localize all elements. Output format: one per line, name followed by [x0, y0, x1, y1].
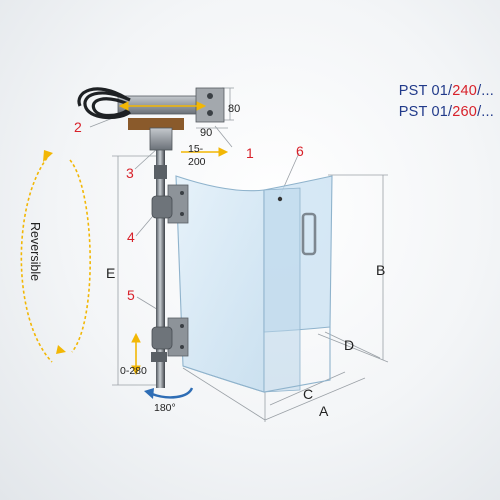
dim-a-label: A [319, 403, 329, 419]
model-code-240: PST 01/240/... [399, 83, 494, 99]
pole-collar [154, 165, 167, 179]
dim-offset-label-2: 200 [188, 156, 206, 168]
top-yellow-arrows [118, 101, 229, 376]
model-code-260: PST 01/260/... [399, 104, 494, 120]
shield-left-panel [175, 175, 265, 393]
callout-5: 5 [127, 287, 135, 303]
shield-handle [301, 212, 317, 256]
callout-2: 2 [74, 119, 82, 135]
dim-80-label: 80 [228, 103, 240, 115]
model-prefix: PST 01/ [398, 83, 453, 99]
dim-offset-label-1: 15- [188, 143, 204, 155]
shield-bottom-edge [182, 327, 331, 393]
callout-1: 1 [246, 145, 254, 161]
model-suffix: /... [477, 83, 494, 99]
model-size: 240 [452, 83, 478, 99]
model-prefix: PST 01/ [398, 104, 453, 120]
callout-6: 6 [296, 143, 304, 159]
callout-3: 3 [126, 165, 134, 181]
pole-base [151, 352, 167, 362]
reversible-label: Reversible [28, 222, 42, 281]
dim-d-label: D [344, 337, 354, 353]
reversible-rotation-arrows [20, 157, 91, 363]
dim-height-adjust-label: 0-280 [120, 365, 147, 377]
dim-rotation-label: 180° [154, 402, 176, 414]
callout-4: 4 [127, 229, 135, 245]
lower-clamp [151, 317, 189, 357]
shield-front-panel [263, 187, 301, 393]
safety-shield [175, 175, 333, 393]
support-pole [156, 128, 165, 388]
dim-c-label: C [303, 386, 313, 402]
cable-coil [77, 87, 131, 120]
dim-b-label: B [376, 262, 385, 278]
shield-marker-dot [277, 196, 283, 202]
top-mount-bracket [117, 87, 225, 151]
dim-90-label: 90 [200, 127, 212, 139]
model-suffix: /... [477, 104, 494, 120]
rotation-arrowhead-bottom [56, 345, 66, 354]
rotation-180-arrowhead [144, 388, 154, 399]
rotation-180-arrow [151, 387, 194, 399]
dim-e-label: E [106, 265, 115, 281]
upper-clamp [151, 184, 189, 224]
rotation-arrowhead-top [43, 150, 53, 162]
model-size: 260 [452, 104, 478, 120]
